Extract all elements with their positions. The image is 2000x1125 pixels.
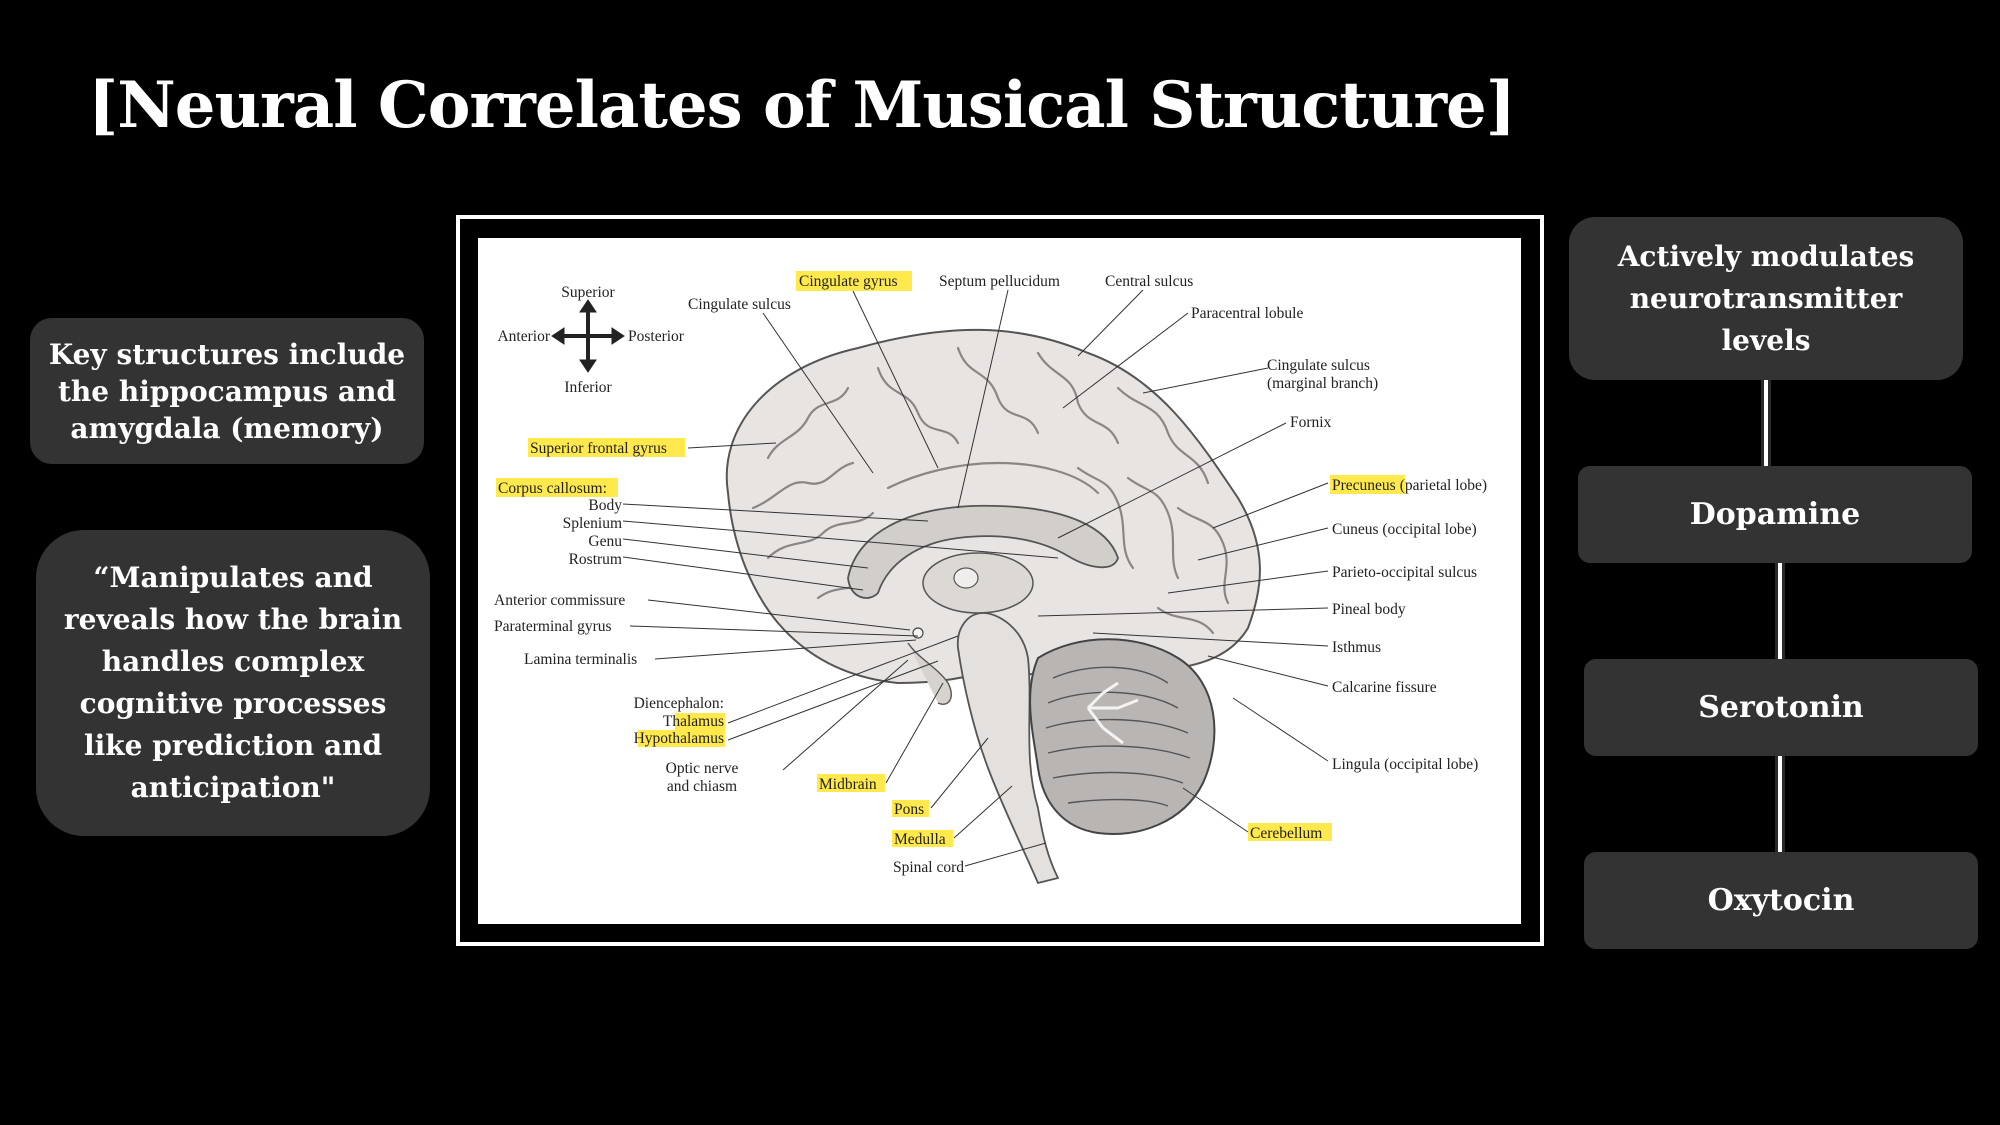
label-and-chiasm: and chiasm [667,778,737,795]
label-hypothalamus: Hypothalamus [634,730,724,747]
label-cingulate-sulcus: Cingulate sulcus [688,296,791,313]
quote-card: “Manipulates and reveals how the brain h… [36,530,430,836]
label-optic-nerve: Optic nerve [666,760,739,777]
label-marginal-branch: (marginal branch) [1267,375,1378,392]
label-inferior: Inferior [564,379,612,396]
label-midbrain: Midbrain [819,776,877,793]
label-parieto-occipital-sulcus: Parieto-occipital sulcus [1332,564,1477,581]
label-superior: Superior [561,284,615,301]
label-anterior: Anterior [497,328,550,345]
key-structures-card: Key structures include the hippocampus a… [30,318,424,464]
label-isthmus: Isthmus [1332,639,1381,656]
label-anterior-commissure: Anterior commissure [494,592,625,609]
flow-connector-2 [1775,563,1785,659]
label-septum-pellucidum: Septum pellucidum [939,273,1060,290]
label-pineal-body: Pineal body [1332,601,1406,618]
diagram-labels: Cingulate gyrus Septum pellucidum Centra… [494,273,1487,876]
label-genu: Genu [588,533,622,550]
label-spinal-cord: Spinal cord [893,859,964,876]
modulates-card: Actively modulates neurotransmitter leve… [1569,217,1963,380]
brain-illustration [725,328,1261,885]
label-superior-frontal-gyrus: Superior frontal gyrus [530,440,667,457]
label-paraterminal-gyrus: Paraterminal gyrus [494,618,612,635]
dopamine-card: Dopamine [1578,466,1972,563]
orientation-compass [551,299,625,373]
label-central-sulcus: Central sulcus [1105,273,1193,290]
brain-diagram: Superior Inferior Anterior Posterior [478,238,1521,924]
label-rostrum: Rostrum [569,551,622,568]
flow-connector-3 [1775,756,1785,852]
label-thalamus: Thalamus [663,713,724,730]
flow-connector-1 [1761,380,1771,466]
label-fornix: Fornix [1290,414,1332,431]
label-posterior: Posterior [628,328,685,345]
label-cuneus: Cuneus (occipital lobe) [1332,521,1477,538]
label-lamina-terminalis: Lamina terminalis [524,651,637,668]
label-medulla: Medulla [894,831,946,848]
label-precuneus: Precuneus(parietal lobe) [1332,477,1487,494]
label-diencephalon: Diencephalon: [634,695,724,712]
label-highlights [496,271,1405,847]
label-cingulate-gyrus: Cingulate gyrus [799,273,898,290]
label-pons: Pons [894,801,924,818]
label-cingulate-sulcus-marginal: Cingulate sulcus [1267,357,1370,374]
serotonin-card: Serotonin [1584,659,1978,756]
label-paracentral-lobule: Paracentral lobule [1191,305,1303,322]
label-body: Body [588,497,622,514]
label-splenium: Splenium [563,515,622,532]
label-lingula: Lingula (occipital lobe) [1332,756,1478,773]
label-corpus-callosum: Corpus callosum: [498,480,607,497]
leader-lines [622,289,1329,867]
slide-title: [Neural Correlates of Musical Structure] [88,68,1516,143]
label-cerebellum: Cerebellum [1250,825,1322,842]
label-calcarine-fissure: Calcarine fissure [1332,679,1437,696]
oxytocin-card: Oxytocin [1584,852,1978,949]
